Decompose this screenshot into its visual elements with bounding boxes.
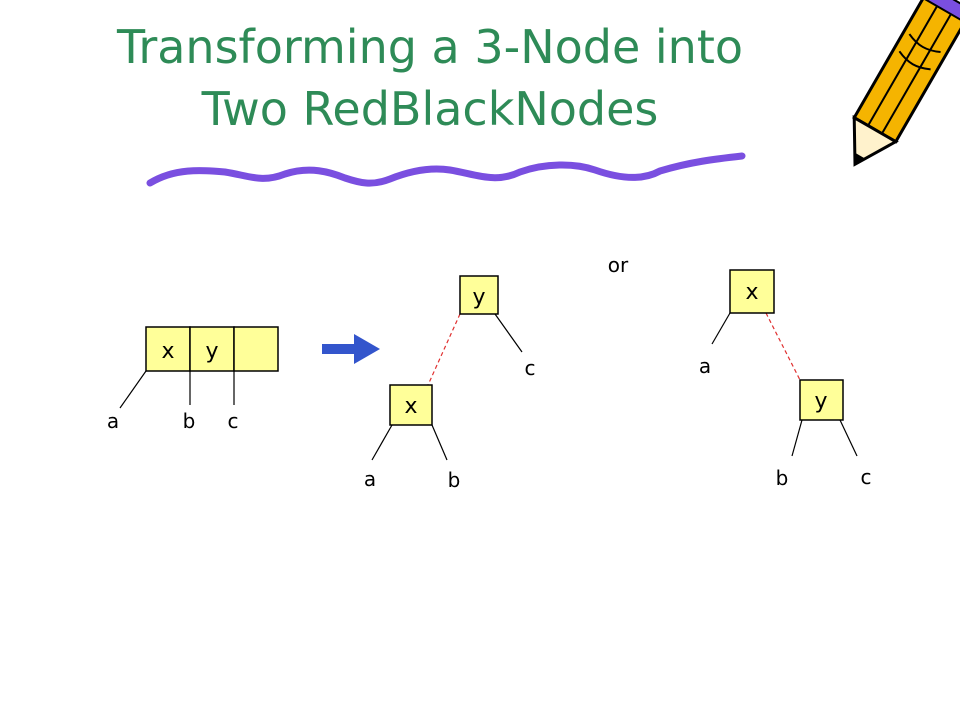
option-right-edge-b — [791, 419, 803, 457]
option-right-tree: x y a b c — [699, 269, 872, 490]
option-right-edge-a — [711, 312, 731, 345]
option-right-leaf-a: a — [699, 354, 711, 378]
three-node-key-x-cell — [145, 326, 191, 372]
option-right-leaf-b: b — [776, 466, 789, 490]
option-left-leaf-c: c — [525, 356, 536, 380]
option-right-root-key: x — [745, 280, 758, 305]
pencil-icon — [852, 0, 960, 167]
option-right-leaf-c: c — [861, 465, 872, 489]
option-left-leaf-b: b — [448, 468, 461, 492]
three-node-child-b: b — [183, 409, 196, 433]
option-left-leaf-a: a — [364, 467, 376, 491]
option-right-child-key: y — [814, 389, 827, 414]
option-right-edge-c — [839, 419, 858, 457]
title-line-1: Transforming a 3-Node into — [116, 20, 744, 74]
option-left-tree: y x c a b — [364, 275, 536, 492]
option-right-red-link — [765, 312, 801, 381]
three-node: x y a b c — [107, 326, 279, 433]
option-left-edge-b — [431, 424, 448, 461]
arrow-right-icon — [322, 334, 380, 364]
option-left-root-key: y — [472, 285, 485, 310]
option-left-edge-a — [371, 424, 393, 461]
option-right-child-node — [799, 379, 844, 421]
option-left-child-node — [389, 384, 433, 426]
option-left-edge-c — [494, 313, 523, 353]
title-line-2: Two RedBlackNodes — [201, 82, 659, 136]
slide-title: Transforming a 3-Node into Two RedBlackN… — [40, 16, 820, 140]
option-separator: or — [608, 253, 629, 277]
squiggle-divider — [146, 152, 746, 187]
option-left-root-node — [459, 275, 499, 315]
three-node-child-a: a — [107, 409, 119, 433]
three-node-empty-cell — [233, 326, 279, 372]
three-node-child-c: c — [228, 409, 239, 433]
three-node-edge-a — [119, 370, 147, 409]
option-left-red-link — [427, 313, 461, 386]
three-node-key-y: y — [205, 339, 218, 364]
option-right-root-node — [729, 269, 775, 314]
three-node-key-y-cell — [189, 326, 235, 372]
option-left-child-key: x — [404, 394, 417, 419]
three-node-key-x: x — [161, 339, 174, 364]
